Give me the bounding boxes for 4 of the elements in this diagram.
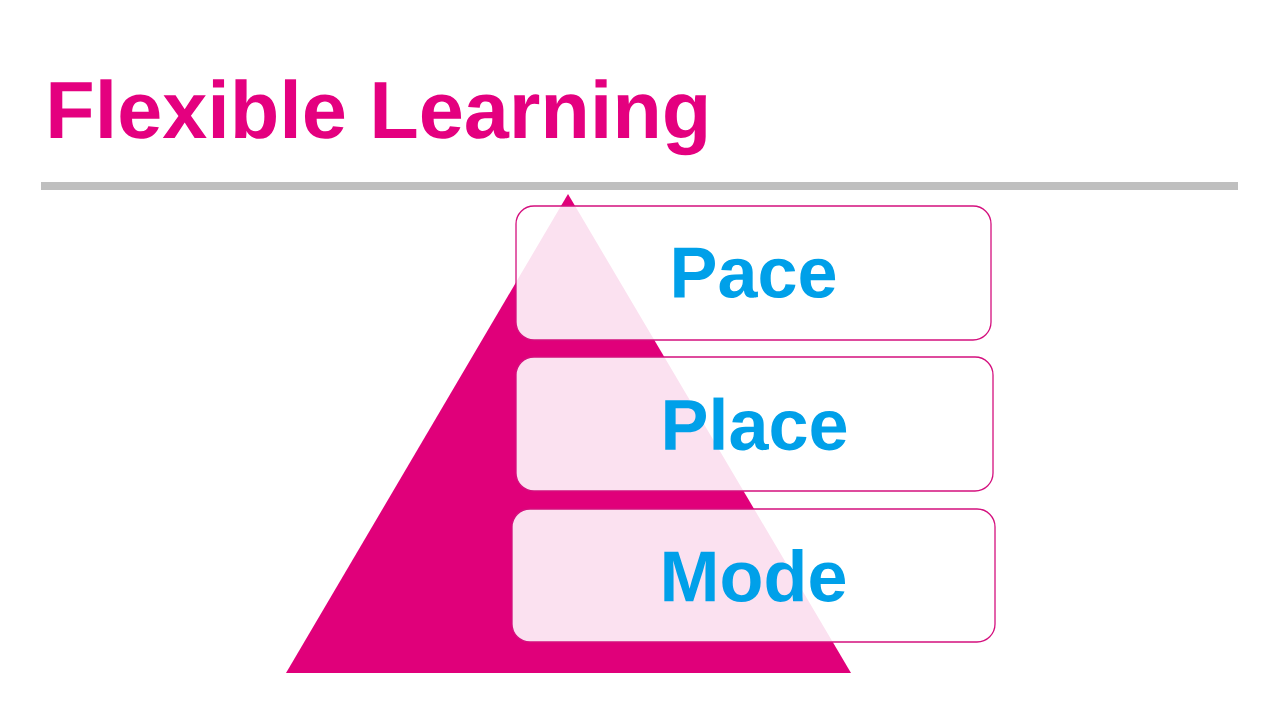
title: Flexible Learning	[50, 79, 706, 156]
text-box: Mode	[511, 508, 996, 643]
text-box: Pace	[515, 205, 992, 341]
text-box: Place	[515, 356, 994, 492]
